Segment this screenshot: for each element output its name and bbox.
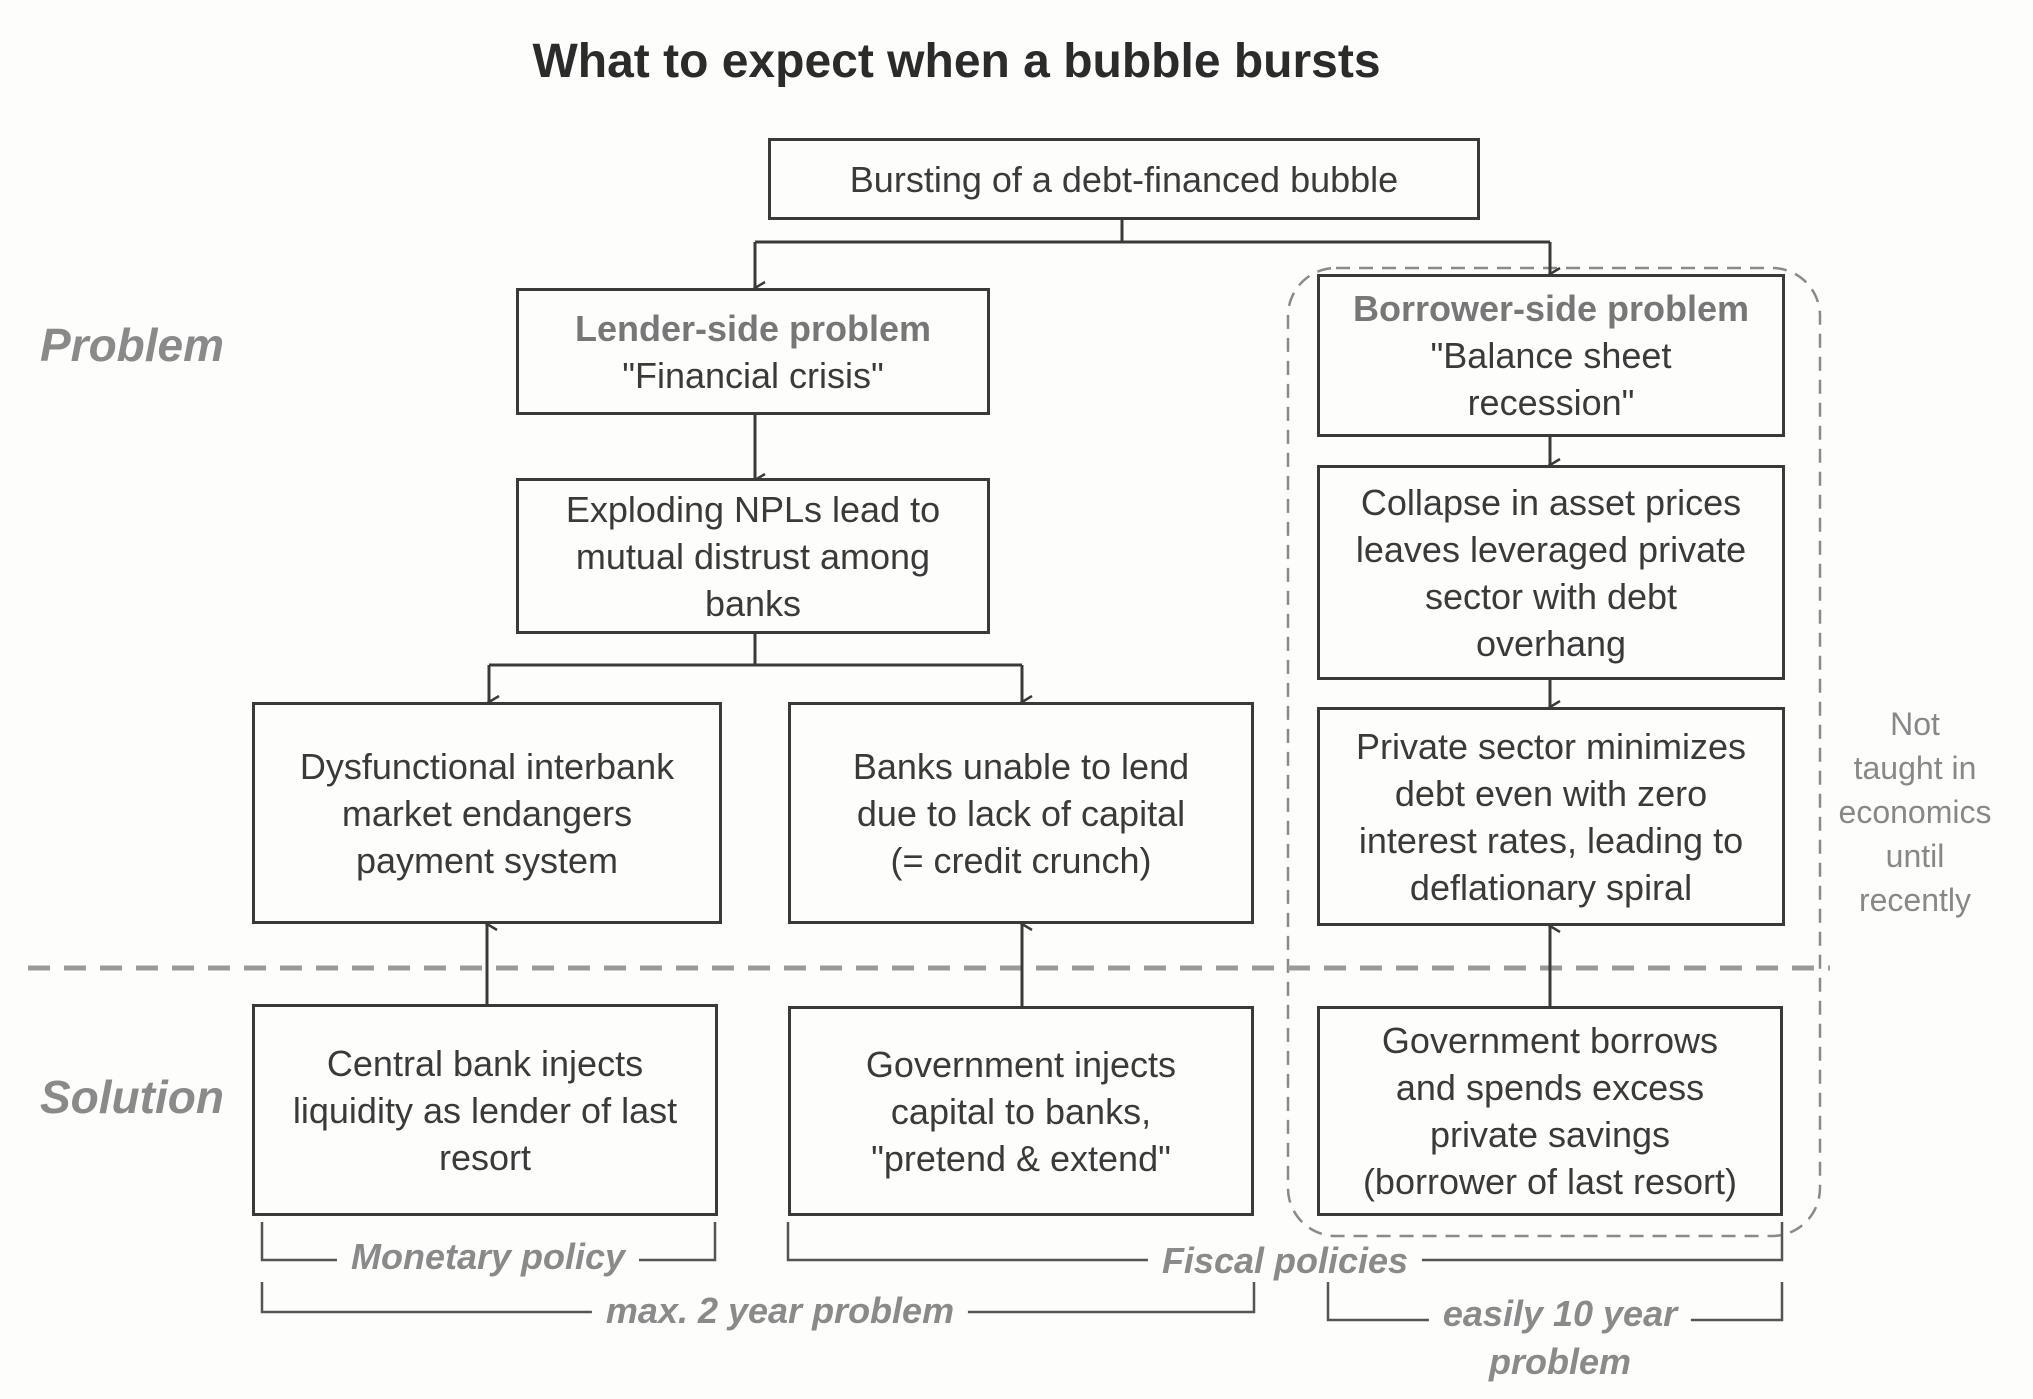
row-label-solution: Solution — [40, 1071, 224, 1123]
box-line: recession" — [1467, 382, 1635, 423]
box-line: banks — [704, 582, 802, 624]
row-label-problem: Problem — [40, 319, 225, 371]
box-line: market endangers — [341, 792, 633, 834]
box-line: Private sector minimizes — [1355, 725, 1747, 767]
box-line: (= credit crunch) — [890, 839, 1152, 881]
box-line: "Balance sheet — [1430, 335, 1672, 376]
box-line: Collapse in asset prices — [1360, 481, 1742, 523]
box-line: Dysfunctional interbank — [299, 745, 675, 787]
box-text: "Financial crisis" — [622, 354, 884, 396]
monetary-policy-label: Monetary policy — [336, 1236, 640, 1278]
box-line: Exploding NPLs lead to — [565, 488, 941, 530]
box-line: "pretend & extend" — [871, 1137, 1171, 1179]
box-dysfunctional-interbank: Dysfunctional interbank market endangers… — [252, 702, 722, 924]
ten-year-problem-label: easily 10 year problem — [1428, 1290, 1692, 1386]
box-line: private savings — [1429, 1114, 1671, 1155]
box-line: resort — [438, 1136, 532, 1178]
box-lender-side-problem: Lender-side problem "Financial crisis" — [516, 288, 990, 415]
note-line: economics — [1838, 794, 1992, 830]
box-credit-crunch: Banks unable to lend due to lack of capi… — [788, 702, 1254, 924]
not-taught-note: Not taught in economics until recently — [1822, 702, 2008, 922]
box-deflationary-spiral: Private sector minimizes debt even with … — [1317, 707, 1785, 926]
box-collapse-asset-prices: Collapse in asset prices leaves leverage… — [1317, 465, 1785, 680]
box-line: (borrower of last resort) — [1362, 1161, 1738, 1202]
box-text: Bursting of a debt-financed bubble — [849, 158, 1399, 200]
box-line: payment system — [355, 839, 619, 881]
note-line: until — [1885, 838, 1945, 874]
box-central-bank-injects: Central bank injects liquidity as lender… — [252, 1004, 718, 1216]
two-year-problem-label: max. 2 year problem — [591, 1290, 969, 1332]
box-government-borrows: Government borrows and spends excess pri… — [1317, 1006, 1783, 1216]
label-line: easily 10 year — [1442, 1293, 1678, 1334]
box-line: leaves leveraged private — [1355, 528, 1747, 570]
fiscal-policies-label: Fiscal policies — [1147, 1240, 1423, 1282]
box-line: debt even with zero — [1394, 772, 1708, 814]
box-line: sector with debt — [1424, 575, 1678, 617]
box-line: Government injects — [865, 1043, 1177, 1085]
box-line: deflationary spiral — [1409, 866, 1693, 908]
note-line: taught in — [1853, 750, 1977, 786]
box-line: mutual distrust among — [575, 535, 931, 577]
note-line: Not — [1890, 706, 1940, 742]
box-line: Banks unable to lend — [852, 745, 1190, 787]
page-title: What to expect when a bubble bursts — [532, 35, 1381, 88]
box-exploding-npls: Exploding NPLs lead to mutual distrust a… — [516, 478, 990, 634]
box-line: overhang — [1475, 622, 1627, 664]
box-line: Central bank injects — [326, 1042, 644, 1084]
box-line: liquidity as lender of last — [292, 1089, 678, 1131]
label-line: problem — [1488, 1341, 1631, 1382]
box-line: capital to banks, — [890, 1090, 1152, 1132]
box-borrower-side-problem: Borrower-side problem "Balance sheet rec… — [1317, 274, 1785, 437]
box-line: and spends excess — [1395, 1067, 1705, 1108]
box-line: interest rates, leading to — [1358, 819, 1744, 861]
box-heading: Borrower-side problem — [1352, 288, 1750, 329]
box-line: Government borrows — [1381, 1020, 1719, 1061]
box-bursting-bubble: Bursting of a debt-financed bubble — [768, 138, 1480, 220]
box-heading: Lender-side problem — [574, 307, 932, 349]
box-government-injects-capital: Government injects capital to banks, "pr… — [788, 1006, 1254, 1216]
note-line: recently — [1858, 882, 1972, 918]
box-line: due to lack of capital — [856, 792, 1186, 834]
